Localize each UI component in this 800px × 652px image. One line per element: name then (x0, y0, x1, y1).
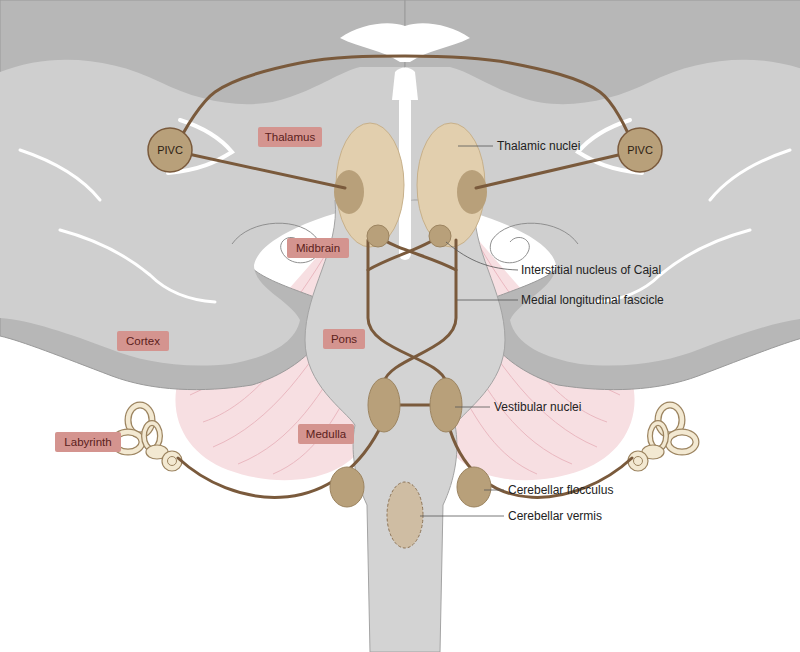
region-name: Pons (331, 333, 357, 346)
structure-label: Cerebellar flocculus (508, 483, 708, 497)
region-tag: Medulla (298, 424, 354, 444)
structure-label: Medial longitudinal fascicle (521, 293, 721, 307)
vestibular-nucleus (430, 378, 462, 432)
thalamic-nucleus (457, 170, 487, 214)
pathway-line (184, 56, 627, 132)
pathway-line (398, 404, 431, 407)
flocculus-shape (330, 467, 364, 507)
cortex-area-circle: PIVC (617, 127, 663, 173)
cortex-area-circle: PIVC (147, 127, 193, 173)
region-name: Thalamus (265, 131, 316, 144)
leader-line (457, 300, 518, 301)
region-tag: Pons (323, 329, 365, 349)
interstitial-nucleus (367, 225, 389, 247)
leader-line (455, 407, 490, 408)
region-tag: Thalamus (258, 127, 322, 147)
cerebellar-vermis-shape (387, 482, 423, 548)
leader-line (446, 242, 518, 270)
region-name: Labyrinth (64, 436, 111, 449)
vestibular-nucleus (368, 378, 400, 432)
structure-label: Vestibular nuclei (494, 400, 694, 414)
leader-line (484, 490, 504, 491)
circle-shape (148, 128, 192, 172)
region-tag: Cortex (117, 331, 169, 351)
region-name: PIVC (157, 144, 183, 157)
region-name: Midbrain (296, 242, 340, 255)
structure-label: Thalamic nuclei (497, 139, 697, 153)
structure-label: Interstitial nucleus of Cajal (521, 263, 721, 277)
flocculus-shape (457, 467, 491, 507)
region-name: Cortex (126, 335, 160, 348)
structure-label: Cerebellar vermis (508, 509, 708, 523)
leader-line (420, 516, 504, 517)
pathway-line (476, 150, 640, 188)
region-tag: Midbrain (287, 238, 349, 258)
leader-line (458, 146, 493, 147)
circle-shape (618, 128, 662, 172)
region-name: PIVC (627, 144, 653, 157)
pathway-line (384, 240, 456, 382)
connector-group (184, 56, 627, 132)
region-name: Medulla (306, 428, 346, 441)
region-tag: Labyrinth (55, 432, 121, 452)
pathway-line (170, 150, 345, 188)
thalamic-nucleus (334, 170, 364, 214)
